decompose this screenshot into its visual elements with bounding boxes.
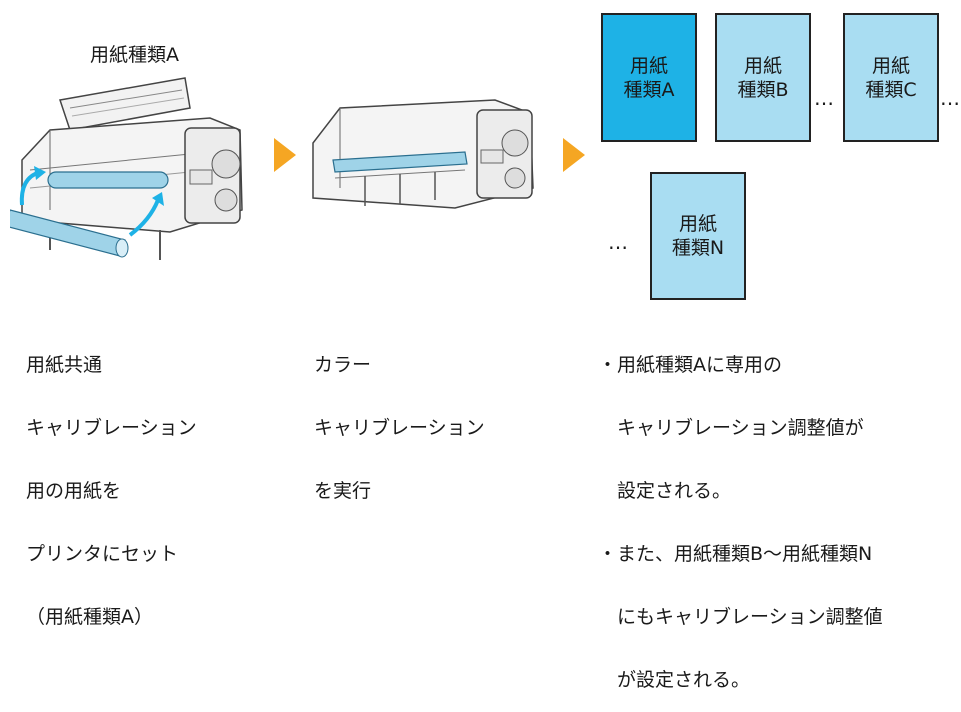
card-c-line1: 用紙 bbox=[871, 54, 910, 77]
card-a-line1: 用紙 bbox=[629, 54, 668, 77]
right-arrow-icon bbox=[563, 138, 585, 172]
ellipsis: … bbox=[940, 86, 961, 110]
caption-step-1: 用紙共通 キャリブレーション 用の用紙を プリンタにセット （用紙種類A） bbox=[26, 313, 197, 649]
card-c-line2: 種類C bbox=[865, 78, 917, 101]
card-b-line2: 種類B bbox=[737, 78, 789, 101]
caption-step-2: カラー キャリブレーション を実行 bbox=[314, 313, 485, 523]
card-n-line1: 用紙 bbox=[678, 213, 717, 235]
caption-line: プリンタにセット bbox=[26, 543, 179, 565]
caption-line: が設定される。 bbox=[598, 669, 751, 691]
caption-line: 設定される。 bbox=[598, 480, 732, 502]
caption-line: 用の用紙を bbox=[26, 480, 122, 502]
caption-line: 用紙共通 bbox=[26, 354, 103, 376]
card-b-line1: 用紙 bbox=[743, 54, 782, 77]
caption-line: カラー bbox=[314, 354, 372, 376]
caption-line: を実行 bbox=[314, 480, 372, 502]
caption-line: （用紙種類A） bbox=[26, 606, 153, 628]
caption-line: キャリブレーション調整値が bbox=[598, 417, 864, 439]
ellipsis: … bbox=[814, 86, 835, 110]
caption-line: ・また、用紙種類B～用紙種類N bbox=[598, 543, 873, 565]
ellipsis: … bbox=[608, 230, 629, 254]
paper-type-card-a: 用紙 種類A bbox=[601, 13, 697, 142]
printer-paper-type-label: 用紙種類A bbox=[90, 44, 179, 66]
paper-type-card-c: 用紙 種類C bbox=[843, 13, 939, 142]
caption-line: キャリブレーション bbox=[314, 417, 485, 439]
paper-type-card-n: 用紙 種類N bbox=[650, 172, 746, 300]
caption-line: キャリブレーション bbox=[26, 417, 197, 439]
right-arrow-icon bbox=[274, 138, 296, 172]
card-a-line2: 種類A bbox=[623, 78, 675, 101]
caption-line: にもキャリブレーション調整値 bbox=[598, 606, 883, 628]
printer-with-roll-illustration bbox=[10, 77, 243, 260]
card-n-line2: 種類N bbox=[671, 237, 725, 259]
printer-calibration-illustration bbox=[312, 99, 534, 209]
paper-type-card-b: 用紙 種類B bbox=[715, 13, 811, 142]
caption-result: ・用紙種類Aに専用の キャリブレーション調整値が 設定される。 ・また、用紙種類… bbox=[598, 313, 883, 712]
caption-line: ・用紙種類Aに専用の bbox=[598, 354, 782, 376]
